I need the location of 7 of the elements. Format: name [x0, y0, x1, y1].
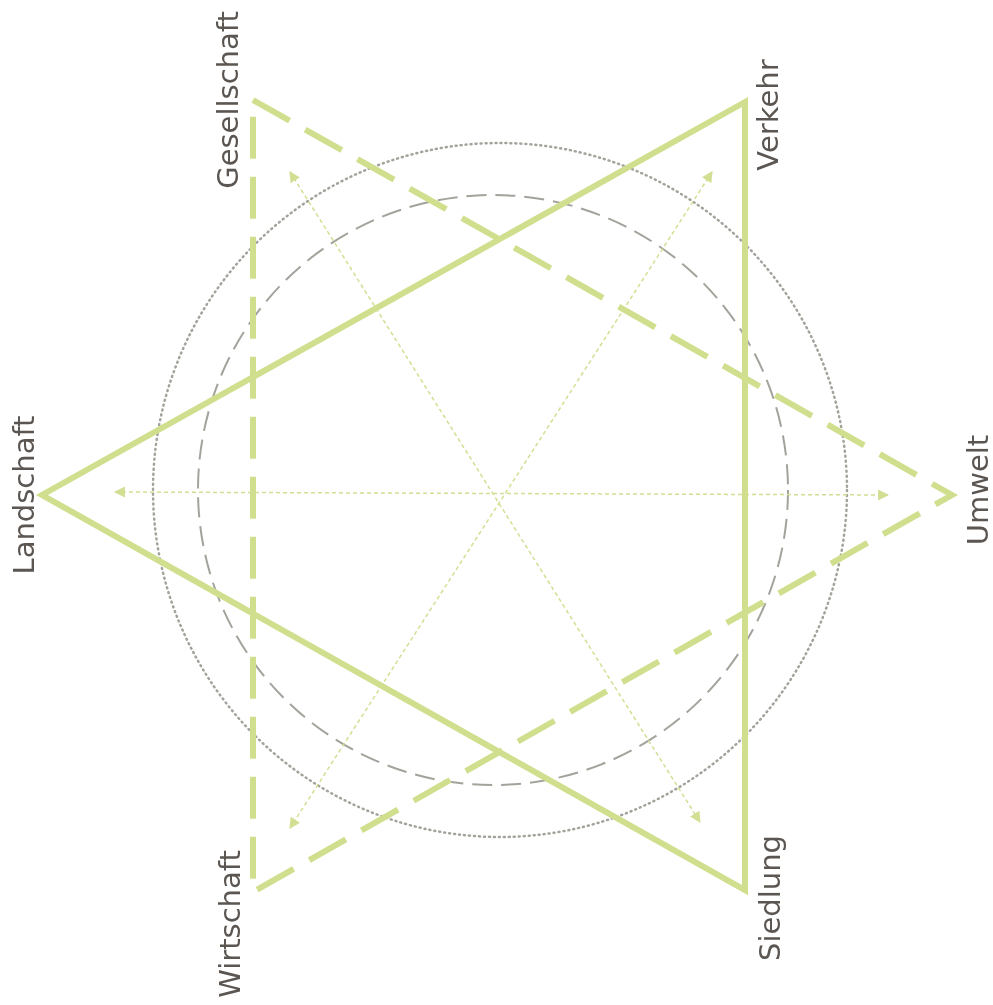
- vertex-label: Wirtschaft: [215, 850, 245, 998]
- vertex-label: Landschaft: [9, 415, 39, 575]
- vertex-label: Verkehr: [753, 59, 783, 171]
- vertex-label: Umwelt: [963, 434, 993, 546]
- vertex-label: Siedlung: [755, 835, 785, 961]
- vertex-label: Gesellschaft: [213, 11, 243, 189]
- double-arrow: [113, 486, 890, 501]
